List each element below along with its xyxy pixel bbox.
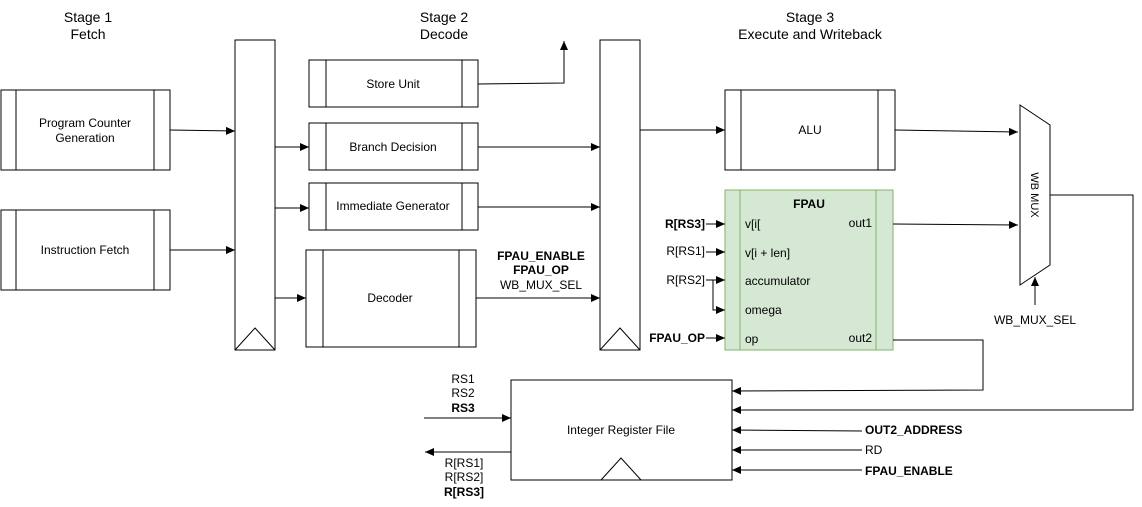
store-unit-out-arrow — [477, 41, 568, 85]
fpau-port-omega: omega — [745, 303, 782, 317]
decoder-signal-wb-mux-sel: WB_MUX_SEL — [500, 278, 582, 292]
stage1-title: Stage 1 — [64, 9, 112, 25]
branch-decision-label: Branch Decision — [349, 140, 436, 154]
store-unit-block: Store Unit — [308, 59, 479, 108]
alu-block: ALU — [724, 89, 896, 171]
register-file-label: Integer Register File — [567, 423, 675, 437]
out2-to-regfile-arrow — [731, 339, 984, 395]
branch-decision-block: Branch Decision — [308, 122, 479, 171]
fpau-port-op: op — [745, 332, 759, 346]
out1-to-mux-arrow — [892, 220, 1019, 229]
stage3-title: Stage 3 — [786, 9, 834, 25]
rf-in-fpau-enable: FPAU_ENABLE — [865, 464, 953, 478]
fpau-port-out1: out1 — [849, 216, 873, 230]
rf-in-rs1: RS1 — [451, 372, 475, 386]
stage1-subtitle: Fetch — [70, 26, 105, 42]
rf-in-rs2: RS2 — [451, 386, 475, 400]
register-file-block: Integer Register File — [510, 379, 733, 481]
immediate-generator-label: Immediate Generator — [336, 199, 449, 213]
program-counter-label-2: Generation — [55, 131, 114, 145]
fpau-in-op: FPAU_OP — [649, 331, 705, 345]
pipeline-register-1 — [234, 39, 276, 351]
stage3-subtitle: Execute and Writeback — [738, 26, 883, 42]
program-counter-block: Program Counter Generation — [0, 89, 171, 171]
stage2-title: Stage 2 — [420, 9, 468, 25]
wb-mux-block: WB MUX — [1019, 104, 1051, 286]
fpau-in-rrs3: R[RS3] — [665, 217, 705, 231]
pc-to-reg1-arrow — [169, 126, 236, 135]
fpau-port-vi-len: v[i + len] — [745, 246, 790, 260]
alu-to-mux-arrow — [894, 127, 1019, 136]
immediate-generator-block: Immediate Generator — [308, 182, 479, 231]
instruction-fetch-block: Instruction Fetch — [0, 209, 171, 291]
rf-out-rrs3: R[RS3] — [444, 485, 484, 499]
alu-label: ALU — [798, 123, 821, 137]
decoder-signal-fpau-op: FPAU_OP — [513, 263, 569, 277]
decoder-label: Decoder — [367, 291, 412, 305]
fpau-block: FPAU v[i[ v[i + len] accumulator omega o… — [724, 189, 894, 351]
fpau-in-rrs2: R[RS2] — [666, 273, 705, 287]
rf-in-rd: RD — [865, 443, 883, 457]
stage2-subtitle: Decode — [420, 26, 468, 42]
store-unit-label: Store Unit — [366, 77, 420, 91]
program-counter-label-1: Program Counter — [39, 116, 131, 130]
rf-out-rrs2: R[RS2] — [445, 470, 484, 484]
fpau-port-vi: v[i[ — [745, 217, 761, 231]
rrs2-omega-arrow — [712, 280, 725, 314]
rf-in-rs3: RS3 — [451, 401, 475, 415]
instruction-fetch-label: Instruction Fetch — [41, 243, 130, 257]
out2-address-arrow — [731, 426, 863, 435]
pipeline-register-2 — [599, 39, 641, 351]
rf-in-out2-address: OUT2_ADDRESS — [865, 423, 962, 437]
decoder-signal-fpau-enable: FPAU_ENABLE — [497, 249, 585, 263]
mux-to-regfile-arrow — [732, 194, 1134, 414]
wb-mux-label: WB MUX — [1028, 172, 1040, 218]
wb-mux-sel-label: WB_MUX_SEL — [994, 313, 1076, 327]
fpau-port-accumulator: accumulator — [745, 274, 810, 288]
fpau-port-out2: out2 — [849, 331, 873, 345]
rf-out-rrs1: R[RS1] — [445, 456, 484, 470]
fpau-title: FPAU — [793, 197, 825, 211]
decoder-block: Decoder — [305, 249, 477, 348]
fpau-in-rrs1: R[RS1] — [666, 244, 705, 258]
